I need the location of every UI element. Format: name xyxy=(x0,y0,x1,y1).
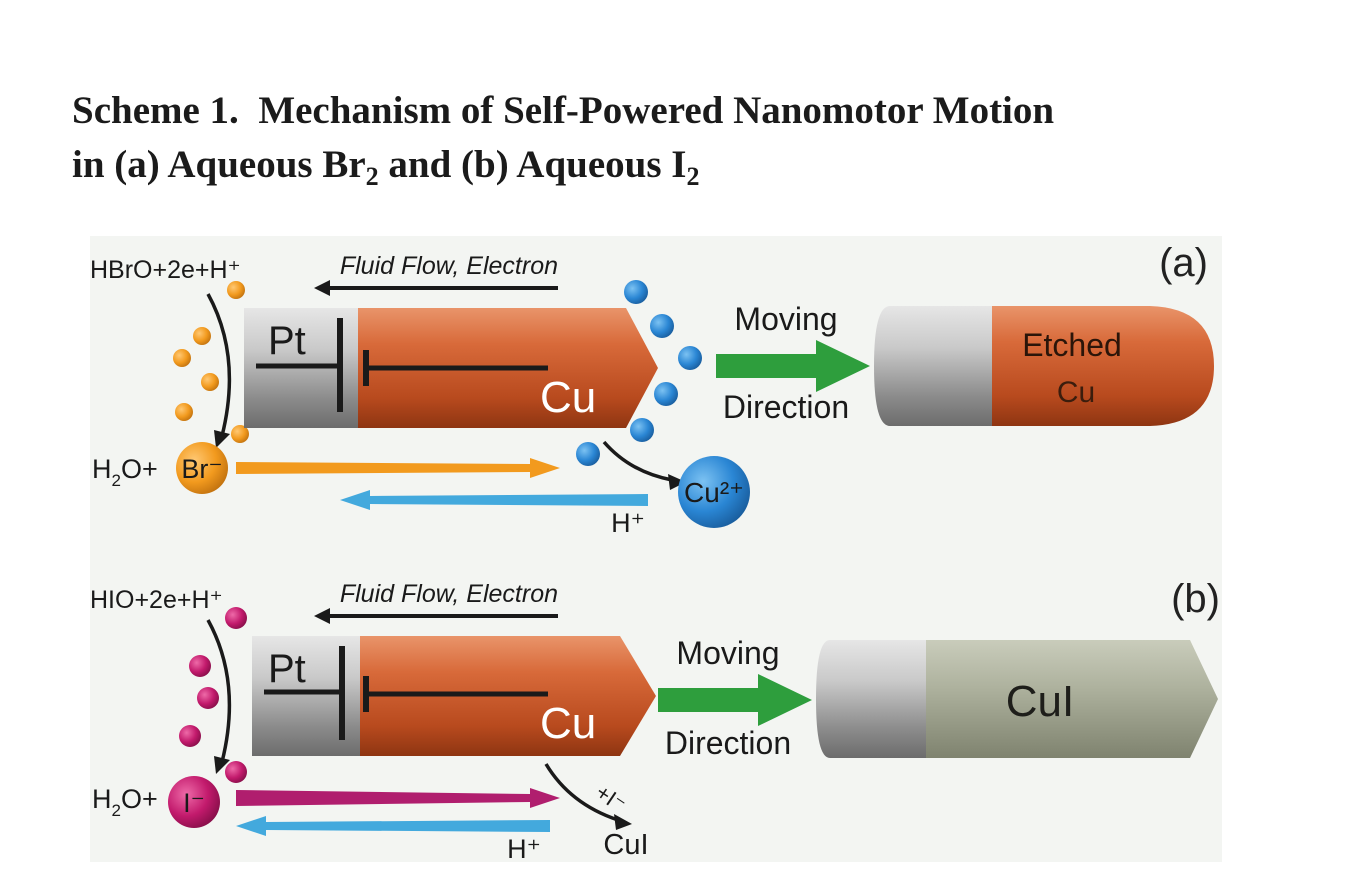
panel-a-cu-ion-dot xyxy=(678,346,702,370)
caption-line2-part2: and (b) Aqueous I xyxy=(378,143,687,186)
panel-a-cu-ion-dot xyxy=(654,382,678,406)
scheme-caption: Scheme 1. Mechanism of Self-Powered Nano… xyxy=(72,84,1272,192)
caption-label: Scheme 1. xyxy=(72,89,239,132)
panel-b-iodide-arrow xyxy=(236,788,560,808)
panel-a-etched-cu-segment xyxy=(992,306,1214,426)
panel-a-bromide-arrow xyxy=(236,458,560,478)
panel-b-iodide-dot xyxy=(197,687,219,709)
panel-a-cu-ion-dot xyxy=(630,418,654,442)
panel-b-iodide-ball xyxy=(168,776,220,828)
panel-b-proton-arrow xyxy=(236,816,550,836)
panel-b-iodide-ion: I⁻ xyxy=(183,788,205,818)
panel-b-iodide-dot xyxy=(225,607,247,629)
panel-b-proton-label: H⁺ xyxy=(507,834,541,862)
panel-a-cu-ion-dot xyxy=(650,314,674,338)
panel-b-flow-arrowhead xyxy=(314,608,330,624)
panel-a-br-dot xyxy=(227,281,245,299)
mechanism-svg: (a) HBrO+2e+H⁺ Fluid Flow, Electron Pt C… xyxy=(90,241,1220,862)
panel-b-moving-arrow xyxy=(658,674,812,726)
panel-a-etched-cu-label: Cu xyxy=(1057,376,1095,409)
panel-a-label: (a) xyxy=(1159,241,1208,285)
panel-b-cui-arrowhead xyxy=(614,814,632,830)
panel-a-cu-label: Cu xyxy=(540,373,596,422)
panel-a-br-ion: Br⁻ xyxy=(181,454,222,484)
panel-a-flow-arrowhead xyxy=(314,280,330,296)
panel-b-left-curved-arrowhead xyxy=(214,756,230,774)
panel-a-cu-ion-curved-arrow xyxy=(602,440,673,482)
panel-a-left-curved-arrowhead xyxy=(214,430,230,448)
panel-a-cu2plus-label: Cu²⁺ xyxy=(684,477,744,508)
panel-b-cu-label: Cu xyxy=(540,699,596,748)
panel-a-nanorod: Pt Cu xyxy=(244,308,658,428)
panel-b-cui-rod: CuI xyxy=(816,640,1218,758)
panel-b-cui-product: CuI xyxy=(603,829,648,861)
panel-b-nanorod: Pt Cu xyxy=(252,636,656,756)
panel-b-direction-label: Direction xyxy=(665,725,791,761)
panel-b-label: (b) xyxy=(1171,577,1220,621)
panel-b-iodide-dot xyxy=(179,725,201,747)
panel-b-reaction-top: HIO+2e+H⁺ xyxy=(90,586,223,614)
panel-a-reaction-top: HBrO+2e+H⁺ xyxy=(90,256,241,284)
panel-a-etched-label: Etched xyxy=(1022,327,1122,363)
caption-title-line1: Mechanism of Self-Powered Nanomotor Moti… xyxy=(258,89,1055,132)
panel-a-moving-label: Moving xyxy=(734,301,837,337)
panel-b-product-left: H2O+ xyxy=(92,784,158,820)
panel-a-cu2plus-ball xyxy=(678,456,750,528)
caption-line2-part1: in (a) Aqueous Br xyxy=(72,143,366,186)
panel-b-cui-curved-arrow xyxy=(544,763,619,822)
panel-a-product-left: H2O+ xyxy=(92,454,158,490)
panel-a-flow-label: Fluid Flow, Electron xyxy=(340,252,558,280)
panel-b-cui-rod-label: CuI xyxy=(1006,677,1074,726)
panel-a-br-dot xyxy=(175,403,193,421)
caption-line-1: Scheme 1. Mechanism of Self-Powered Nano… xyxy=(72,84,1272,138)
panel-b: (b) HIO+2e+H⁺ Fluid Flow, Electron Pt Cu… xyxy=(90,577,1220,862)
panel-a-etched-rod: Etched Cu xyxy=(874,306,1214,426)
caption-sub-2: 2 xyxy=(686,162,700,191)
panel-b-iodide-dot xyxy=(189,655,211,677)
panel-b-moving-label: Moving xyxy=(676,635,779,671)
panel-a-br-dot xyxy=(193,327,211,345)
panel-a-br-ball xyxy=(176,442,228,494)
panel-a-proton-label: H⁺ xyxy=(611,508,645,538)
panel-a-etched-pt-segment xyxy=(874,306,992,426)
caption-line-2: in (a) Aqueous Br2 and (b) Aqueous I2 xyxy=(72,138,1272,192)
panel-a-br-dot xyxy=(201,373,219,391)
panel-a-moving-arrow xyxy=(716,340,870,392)
mechanism-figure: (a) HBrO+2e+H⁺ Fluid Flow, Electron Pt C… xyxy=(90,236,1222,862)
panel-a-left-curved-arrow xyxy=(206,293,232,437)
panel-b-pt-label: Pt xyxy=(268,647,306,691)
panel-b-cui-rod-coating xyxy=(926,640,1218,758)
panel-a-pt-label: Pt xyxy=(268,319,306,363)
panel-b-flow-label: Fluid Flow, Electron xyxy=(340,580,558,608)
panel-a-direction-label: Direction xyxy=(723,389,849,425)
caption-sub-1: 2 xyxy=(365,162,379,191)
panel-a-proton-arrow xyxy=(340,490,648,510)
panel-a-br-dot xyxy=(231,425,249,443)
panel-b-cui-rod-pt-segment xyxy=(816,640,930,758)
panel-a: (a) HBrO+2e+H⁺ Fluid Flow, Electron Pt C… xyxy=(90,241,1214,538)
panel-a-cu-ion-arrowhead xyxy=(668,474,686,490)
panel-b-iodide-dot xyxy=(225,761,247,783)
panel-a-cu-ion-dot xyxy=(576,442,600,466)
panel-a-br-dot xyxy=(173,349,191,367)
panel-b-left-curved-arrow xyxy=(206,619,232,763)
panel-a-cu-ion-dot xyxy=(624,280,648,304)
panel-b-pt-segment xyxy=(252,636,364,756)
